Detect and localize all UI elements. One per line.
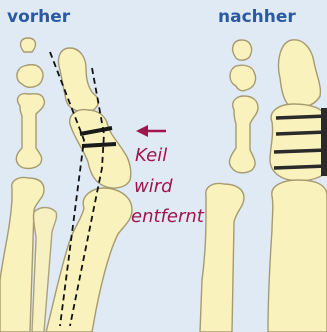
after-bone-toe-metatarsal [268, 180, 327, 332]
after-bone-left-proximal [229, 96, 258, 173]
before-bone-toe-metatarsal [46, 188, 132, 332]
after-bone-left-metatarsal [200, 184, 244, 332]
note-line-1: Keil [135, 145, 167, 167]
after-bone-toe-distal [279, 40, 321, 108]
note-line-2: wird [134, 176, 173, 198]
after-panel [200, 40, 327, 332]
before-bone-left-middle [17, 65, 43, 88]
after-heading: nachher [218, 7, 296, 27]
before-bone-toe-distal [58, 48, 98, 112]
before-cut-line-bottom [82, 144, 116, 146]
note-line-3: entfernt [131, 206, 204, 228]
before-bone-left-proximal [16, 94, 44, 169]
arrow-left-icon [136, 125, 166, 137]
before-bone-left-distal [21, 38, 36, 52]
after-bone-left-middle [230, 65, 256, 91]
after-bone-left-small [233, 40, 252, 60]
before-heading: vorher [7, 7, 70, 27]
